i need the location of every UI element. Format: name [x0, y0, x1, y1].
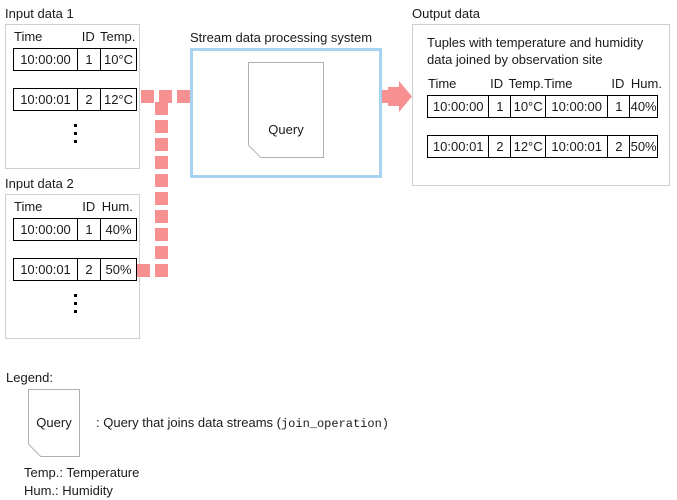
legend-query-description-suffix: ) [381, 417, 389, 431]
input-data-2-panel: Time ID Hum. 10:00:00 1 40% 10:00:01 2 5… [5, 194, 140, 339]
flow-arrowhead [388, 81, 412, 117]
cell-time-2: 10:00:01 [546, 136, 609, 157]
legend-query-document-fold-icon [28, 442, 43, 457]
column-header-id: ID [82, 199, 96, 214]
table-row: 10:00:01 2 50% [13, 258, 137, 281]
flow-dash [155, 120, 168, 133]
cell-time: 10:00:01 [14, 89, 78, 110]
output-data-panel: Tuples with temperature and humidity dat… [412, 24, 670, 186]
cell-id-2: 2 [608, 136, 631, 157]
cell-time-2: 10:00:00 [546, 96, 609, 117]
ellipsis-more-rows [69, 289, 81, 313]
query-document-fold-icon [248, 143, 263, 158]
cell-id: 1 [78, 49, 101, 70]
cell-temp: 12°C [103, 92, 134, 107]
query-document-shape[interactable]: Query [248, 62, 324, 158]
table-row: 10:00:00 1 40% [13, 218, 137, 241]
column-header-temp: Temp. [100, 29, 136, 44]
cell-id: 2 [78, 259, 101, 280]
cell-time-1: 10:00:01 [428, 136, 490, 157]
legend-query-document-body [28, 389, 80, 457]
cell-id-1: 2 [489, 136, 512, 157]
legend-abbrev-temp: Temp.: Temperature [24, 465, 140, 480]
flow-dash [155, 192, 168, 205]
flow-dash [159, 90, 172, 103]
cell-time-1: 10:00:00 [428, 96, 490, 117]
flow-dash [141, 90, 154, 103]
flow-dash [155, 264, 168, 277]
column-header-id-2: ID [611, 76, 625, 91]
query-document-body [248, 62, 324, 158]
flow-dash [155, 246, 168, 259]
output-description-line-2: data joined by observation site [427, 52, 603, 67]
cell-hum: 40% [630, 99, 657, 114]
flow-dash [155, 174, 168, 187]
flow-dash [177, 90, 190, 103]
flow-dash [155, 210, 168, 223]
input-data-1-header-row: Time ID Temp. [14, 29, 136, 45]
flow-dash [137, 264, 150, 277]
output-data-caption: Output data [412, 6, 480, 21]
legend-query-document-shape: Query [28, 389, 80, 457]
legend-abbrev-hum: Hum.: Humidity [24, 483, 113, 498]
flow-dash [155, 138, 168, 151]
column-header-time: Time [14, 29, 43, 44]
column-header-hum: Hum. [101, 199, 133, 214]
input-data-2-caption: Input data 2 [5, 176, 74, 191]
legend-query-description-prefix: : Query that joins data streams ( [96, 415, 281, 430]
cell-id: 2 [78, 89, 101, 110]
input-data-2-header-row: Time ID Hum. [14, 199, 134, 215]
column-header-hum: Hum. [630, 76, 662, 91]
legend-title: Legend: [6, 370, 53, 385]
column-header-time: Time [14, 199, 43, 214]
cell-temp: 10°C [511, 96, 546, 117]
column-header-id: ID [81, 29, 95, 44]
cell-id: 1 [78, 219, 101, 240]
stream-system-caption: Stream data processing system [190, 30, 373, 45]
legend-query-description: : Query that joins data streams (join_op… [96, 414, 389, 433]
output-header-row: Time ID Temp. Time ID Hum. [428, 76, 663, 92]
flow-dash [155, 156, 168, 169]
flow-dash [155, 228, 168, 241]
legend-query-document-label: Query [36, 415, 72, 430]
column-header-temp: Temp. [508, 76, 544, 91]
cell-hum: 50% [630, 139, 657, 154]
cell-id-2: 1 [608, 96, 631, 117]
cell-temp: 12°C [511, 136, 546, 157]
input-data-1-panel: Time ID Temp. 10:00:00 1 10°C 10:00:01 2… [5, 24, 140, 169]
table-row: 10:00:01 2 12°C [13, 88, 137, 111]
cell-time: 10:00:00 [14, 49, 78, 70]
ellipsis-more-rows [69, 119, 81, 143]
table-row: 10:00:00 1 10°C 10:00:00 1 40% [427, 95, 658, 118]
table-row: 10:00:00 1 10°C [13, 48, 137, 71]
column-header-time-1: Time [428, 76, 457, 91]
table-row: 10:00:01 2 12°C 10:00:01 2 50% [427, 135, 658, 158]
cell-time: 10:00:01 [14, 259, 78, 280]
flow-dash [155, 102, 168, 115]
cell-temp: 10°C [103, 52, 134, 67]
legend-query-operation-name: join_operation [280, 417, 382, 431]
column-header-id-1: ID [490, 76, 504, 91]
input-data-1-caption: Input data 1 [5, 6, 74, 21]
cell-time: 10:00:00 [14, 219, 78, 240]
cell-hum: 50% [105, 262, 132, 277]
cell-id-1: 1 [489, 96, 512, 117]
cell-hum: 40% [105, 222, 132, 237]
query-document-label: Query [268, 122, 304, 137]
output-description-line-1: Tuples with temperature and humidity [427, 35, 644, 50]
column-header-time-2: Time [544, 76, 573, 91]
